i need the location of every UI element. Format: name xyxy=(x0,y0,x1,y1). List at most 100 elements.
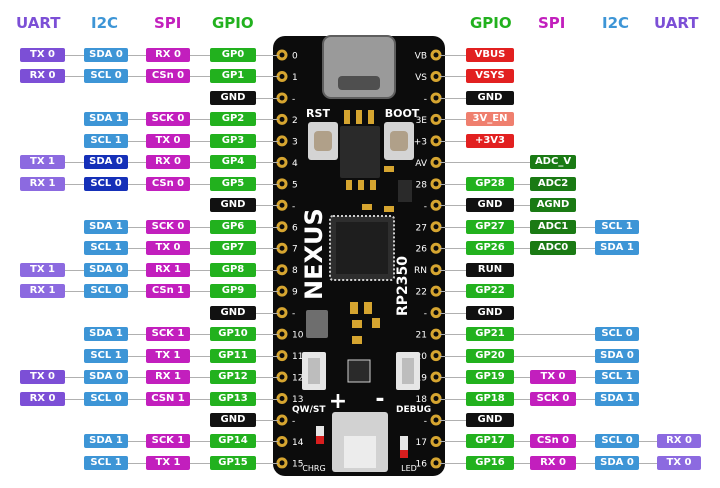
rst-label: RST xyxy=(306,107,330,120)
left-i2c-label: SCL 1 xyxy=(84,456,128,470)
left-uart-label: TX 1 xyxy=(20,263,65,277)
pin-number: 9 xyxy=(292,288,298,298)
pin-number: 20 xyxy=(416,352,428,362)
pin-hole xyxy=(433,245,439,251)
right-spi-label: RX 0 xyxy=(530,456,576,470)
pin-number: RN xyxy=(414,266,427,276)
left-uart-label: TX 1 xyxy=(20,155,65,169)
left-i2c-label: SCL 0 xyxy=(84,392,128,406)
right-gpio-label: GP20 xyxy=(466,349,514,363)
right-gpio-label: GP18 xyxy=(466,392,514,406)
left-spi-label: TX 0 xyxy=(146,134,190,148)
right-gpio-label: +3V3 xyxy=(466,134,514,148)
right-uart-label: TX 0 xyxy=(657,456,701,470)
left-i2c-label: SDA 0 xyxy=(84,155,128,169)
right-i2c-label: SCL 1 xyxy=(595,370,639,384)
pin-hole xyxy=(279,310,285,316)
left-gpio-label: GP1 xyxy=(210,69,256,83)
left-i2c-label: SDA 1 xyxy=(84,327,128,341)
pin-number: VS xyxy=(415,73,427,83)
crystal xyxy=(398,180,412,202)
pin-hole xyxy=(433,288,439,294)
left-spi-label: SCK 1 xyxy=(146,434,190,448)
pin-hole xyxy=(433,417,439,423)
left-uart-label: RX 1 xyxy=(20,177,65,191)
pin-hole xyxy=(279,267,285,273)
left-gpio-label: GP13 xyxy=(210,392,256,406)
pin-number: 12 xyxy=(292,374,303,384)
right-gpio-label: GND xyxy=(466,306,514,320)
left-gpio-label: GND xyxy=(210,413,256,427)
left-spi-label: CSn 0 xyxy=(146,69,190,83)
right-gpio-label: GP17 xyxy=(466,434,514,448)
pad xyxy=(352,336,362,344)
pad xyxy=(364,302,372,314)
pin-hole xyxy=(279,417,285,423)
right-spi-label: ADC2 xyxy=(530,177,576,191)
pin-number: 14 xyxy=(292,438,304,448)
right-i2c-label: SCL 0 xyxy=(595,327,639,341)
pin-number: 7 xyxy=(292,245,298,255)
right-i2c-label: SCL 0 xyxy=(595,434,639,448)
pin-number: - xyxy=(424,309,427,319)
left-leader-line xyxy=(256,313,278,314)
pin-hole xyxy=(279,331,285,337)
right-gpio-label: GP16 xyxy=(466,456,514,470)
pin-number: 15 xyxy=(292,459,303,469)
left-spi-label: SCK 0 xyxy=(146,220,190,234)
right-spi-label: TX 0 xyxy=(530,370,576,384)
right-gpio-label: GP21 xyxy=(466,327,514,341)
pin-number: 0 xyxy=(292,52,298,62)
right-i2c-label: SDA 0 xyxy=(595,456,639,470)
chrg-label: CHRG xyxy=(302,464,325,473)
pin-hole xyxy=(279,374,285,380)
left-i2c-label: SCL 0 xyxy=(84,69,128,83)
pin-hole xyxy=(433,374,439,380)
left-spi-label: RX 1 xyxy=(146,370,190,384)
pad xyxy=(368,110,374,124)
left-i2c-label: SDA 1 xyxy=(84,434,128,448)
right-spi-label: SCK 0 xyxy=(530,392,576,406)
pin-hole xyxy=(279,52,285,58)
battery-socket xyxy=(344,436,376,468)
battery-minus: - xyxy=(375,387,384,412)
left-spi-label: RX 0 xyxy=(146,155,190,169)
battery-plus: + xyxy=(329,389,347,414)
pin-number: 16 xyxy=(416,459,428,469)
left-i2c-label: SDA 1 xyxy=(84,112,128,126)
right-spi-label: AGND xyxy=(530,198,576,212)
pin-hole xyxy=(279,245,285,251)
pin-number: 21 xyxy=(416,331,427,341)
header-right-spi: SPI xyxy=(538,14,566,32)
left-gpio-label: GP11 xyxy=(210,349,256,363)
header-left-gpio: GPIO xyxy=(212,14,254,32)
pin-hole xyxy=(279,460,285,466)
left-spi-label: TX 0 xyxy=(146,241,190,255)
pin-number: 8 xyxy=(292,266,298,276)
pin-hole xyxy=(433,202,439,208)
left-gpio-label: GND xyxy=(210,306,256,320)
pin-hole xyxy=(433,331,439,337)
pad xyxy=(344,110,350,124)
pin-number: 22 xyxy=(416,288,427,298)
pin-number: 28 xyxy=(416,180,428,190)
pin-hole xyxy=(279,438,285,444)
left-i2c-label: SCL 0 xyxy=(84,284,128,298)
pin-number: 19 xyxy=(416,374,428,384)
pin-hole xyxy=(433,95,439,101)
left-leader-line xyxy=(256,205,278,206)
pin-hole xyxy=(279,116,285,122)
left-uart-label: RX 0 xyxy=(20,69,65,83)
inductor xyxy=(306,310,328,338)
pin-hole xyxy=(279,202,285,208)
qwiic-socket xyxy=(308,358,320,384)
right-uart-label: RX 0 xyxy=(657,434,701,448)
pin-number: 26 xyxy=(416,245,428,255)
left-gpio-label: GND xyxy=(210,198,256,212)
left-uart-label: RX 0 xyxy=(20,392,65,406)
pin-hole xyxy=(433,396,439,402)
regulator-chip xyxy=(340,126,380,178)
left-spi-label: CSn 0 xyxy=(146,177,190,191)
pin-hole xyxy=(433,224,439,230)
left-gpio-label: GP3 xyxy=(210,134,256,148)
